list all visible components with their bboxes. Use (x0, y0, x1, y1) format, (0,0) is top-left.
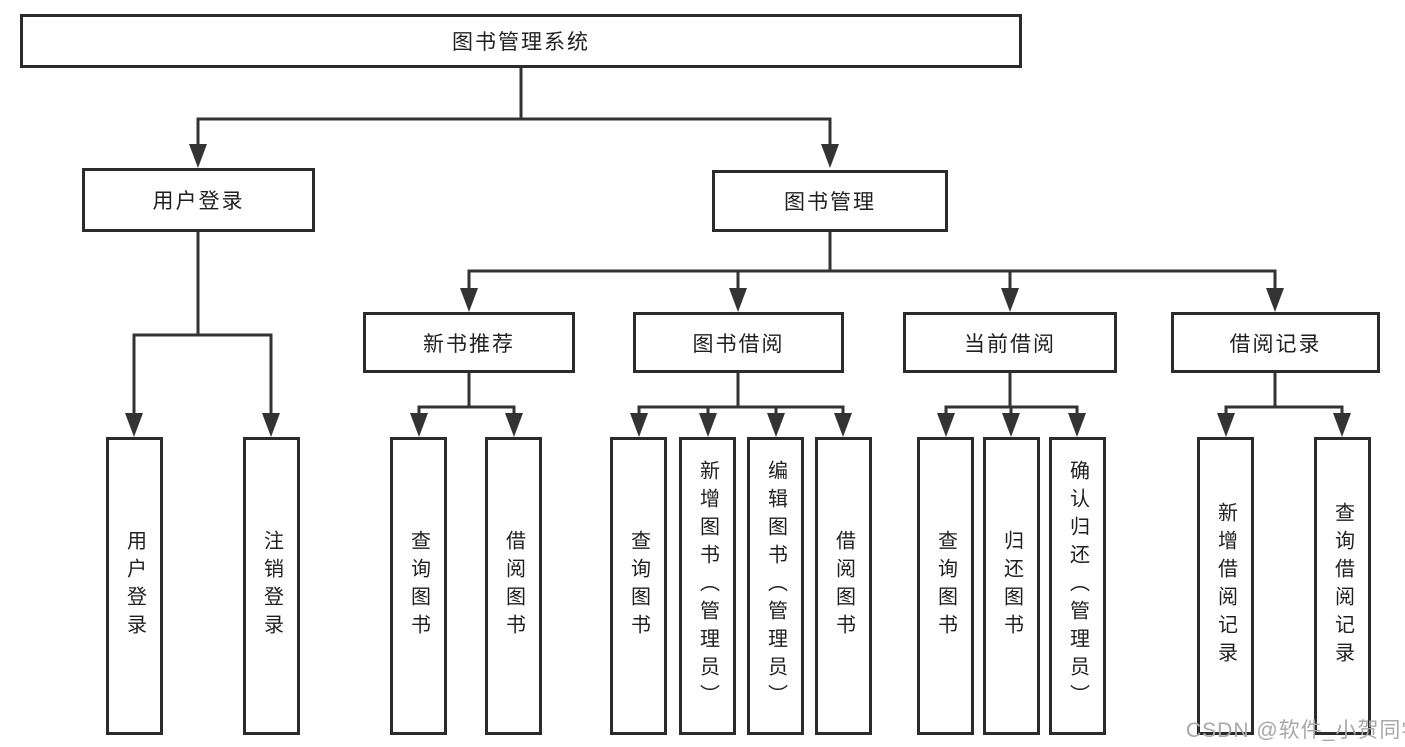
leaf-logout: 注销登录 (243, 437, 300, 735)
watermark: CSDN @软件_小贺同学 (1186, 719, 1405, 742)
leaf-add-books-admin: 新增图书（管理员） (679, 437, 736, 735)
leaf-query-borrow-record: 查询借阅记录 (1314, 437, 1371, 735)
leaf-query-books-borrow-label: 查询图书 (627, 530, 650, 642)
leaf-confirm-return-admin-label: 确认归还（管理员） (1066, 460, 1089, 712)
leaf-logout-label: 注销登录 (260, 530, 283, 642)
connector-arrowheads (125, 144, 1351, 437)
leaf-return-books: 归还图书 (983, 437, 1040, 735)
leaf-add-borrow-record: 新增借阅记录 (1197, 437, 1254, 735)
leaf-query-books-current: 查询图书 (917, 437, 974, 735)
leaf-add-books-admin-label: 新增图书（管理员） (696, 460, 719, 712)
leaf-user-login: 用户登录 (106, 437, 163, 735)
leaf-borrow-books-recommend: 借阅图书 (485, 437, 542, 735)
leaf-edit-books-admin: 编辑图书（管理员） (747, 437, 804, 735)
node-library-management-system: 图书管理系统 (20, 14, 1022, 68)
leaf-return-books-label: 归还图书 (1000, 530, 1023, 642)
leaf-query-books-recommend: 查询图书 (390, 437, 447, 735)
leaf-edit-books-admin-label: 编辑图书（管理员） (764, 460, 787, 712)
node-user-login: 用户登录 (82, 168, 315, 232)
node-new-book-recommend: 新书推荐 (363, 312, 575, 373)
leaf-query-books-borrow: 查询图书 (610, 437, 667, 735)
node-borrow-records: 借阅记录 (1171, 312, 1380, 373)
leaf-add-borrow-record-label: 新增借阅记录 (1214, 502, 1237, 670)
leaf-borrow-books-recommend-label: 借阅图书 (502, 530, 525, 642)
leaf-borrow-books-label: 借阅图书 (832, 530, 855, 642)
node-book-borrow: 图书借阅 (633, 312, 844, 373)
leaf-query-books-recommend-label: 查询图书 (407, 530, 430, 642)
leaf-borrow-books: 借阅图书 (815, 437, 872, 735)
node-current-borrow: 当前借阅 (903, 312, 1117, 373)
leaf-user-login-label: 用户登录 (123, 530, 146, 642)
leaf-query-books-current-label: 查询图书 (934, 530, 957, 642)
leaf-confirm-return-admin: 确认归还（管理员） (1049, 437, 1106, 735)
node-book-management: 图书管理 (712, 170, 948, 232)
leaf-query-borrow-record-label: 查询借阅记录 (1331, 502, 1354, 670)
